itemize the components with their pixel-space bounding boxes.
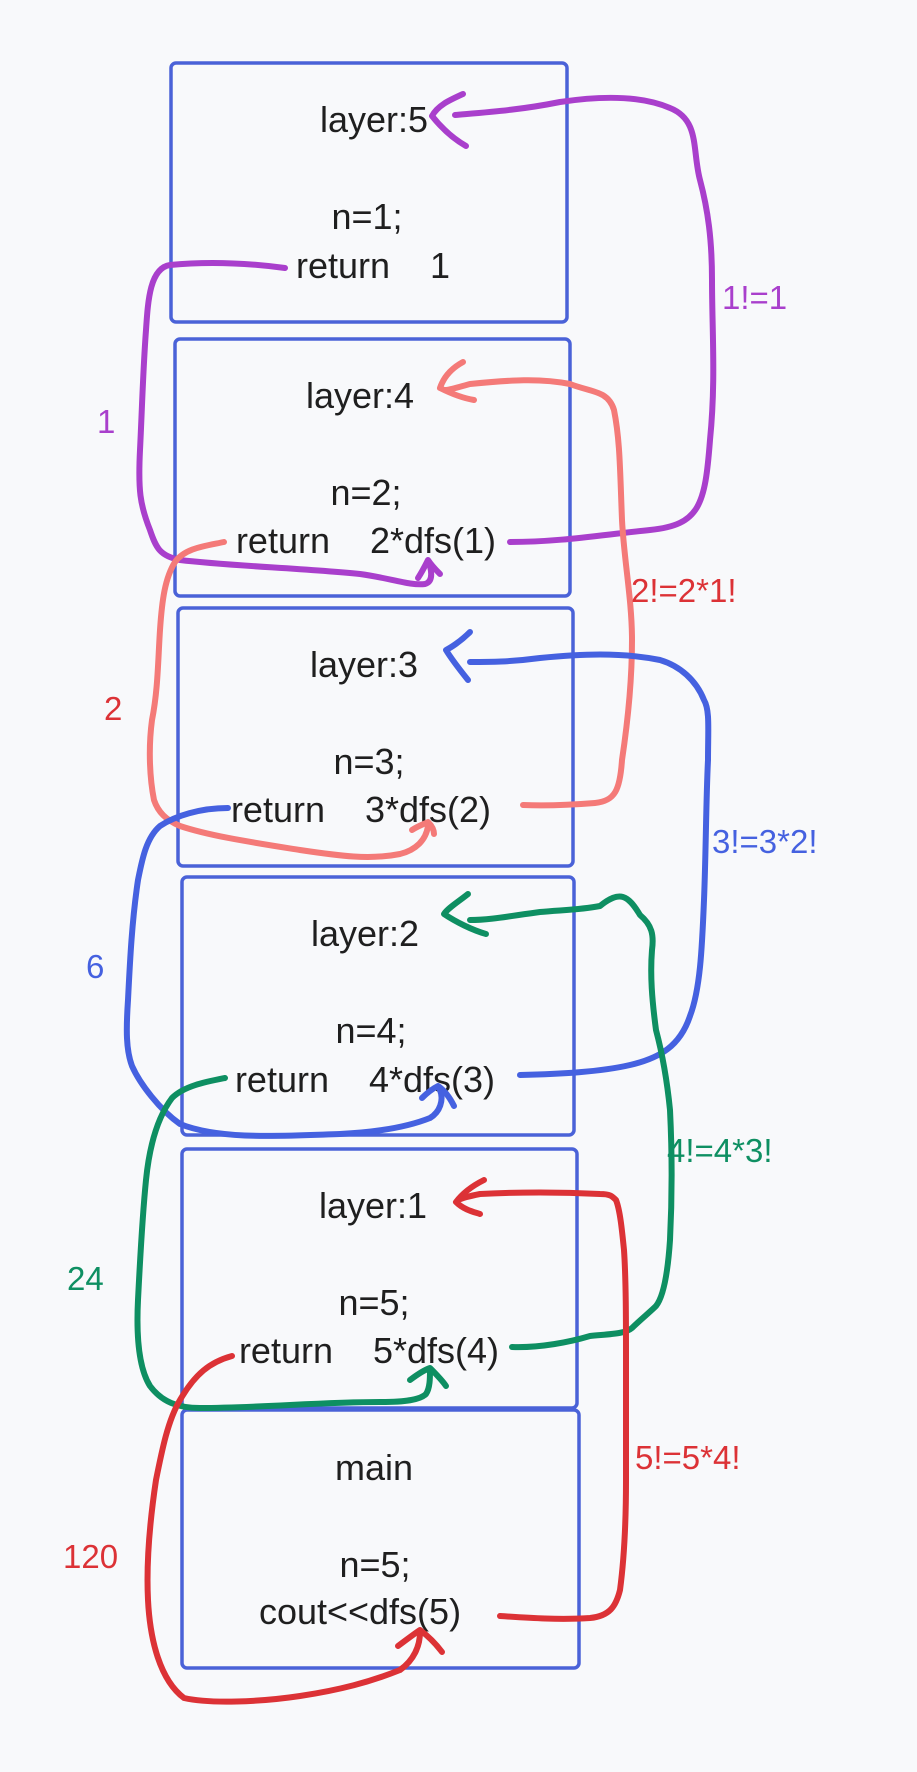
return-value-1: 1 bbox=[97, 403, 115, 440]
return-arrowhead-layer2 bbox=[419, 1083, 457, 1109]
call-arrow-layer1-to-layer2 bbox=[467, 893, 675, 1351]
layer2-code: return 4*dfs(3) bbox=[235, 1059, 495, 1100]
return-arrowhead-layer1 bbox=[407, 1365, 449, 1389]
layer1-n: n=5; bbox=[338, 1282, 409, 1323]
call-arrowhead-layer5 bbox=[429, 91, 469, 149]
main-title: main bbox=[335, 1447, 413, 1488]
layer5-n: n=1; bbox=[331, 196, 402, 237]
return-arrow-layer2-to-layer1 bbox=[134, 1075, 433, 1411]
layer5-code: return 1 bbox=[296, 245, 450, 286]
layer2-n: n=4; bbox=[335, 1010, 406, 1051]
frame-box-layer3 bbox=[176, 606, 575, 868]
return-value-6: 6 bbox=[86, 948, 104, 985]
return-value-2: 2 bbox=[104, 690, 122, 727]
layer1-code: return 5*dfs(4) bbox=[239, 1330, 499, 1371]
return-arrow-layer3-to-layer2 bbox=[123, 805, 445, 1139]
return-arrowhead-layer3 bbox=[409, 819, 437, 837]
layer4-code: return 2*dfs(1) bbox=[236, 520, 496, 561]
return-arrow-layer1-to-main bbox=[144, 1353, 423, 1705]
main-n: n=5; bbox=[339, 1544, 410, 1585]
return-arrow-layer5-to-layer4 bbox=[136, 260, 435, 588]
return-value-120: 120 bbox=[63, 1538, 118, 1575]
call-arrow-layer4-to-layer5 bbox=[452, 94, 717, 545]
layer3-title: layer:3 bbox=[310, 644, 418, 685]
call-label-layer1: 5!=5*4! bbox=[635, 1439, 741, 1476]
return-value-24: 24 bbox=[67, 1260, 104, 1297]
layer4-title: layer:4 bbox=[306, 375, 414, 416]
layer3-code: return 3*dfs(2) bbox=[231, 789, 491, 830]
layer5-title: layer:5 bbox=[320, 99, 428, 140]
frame-box-layer1 bbox=[180, 1147, 579, 1410]
call-arrow-layer2-to-layer3 bbox=[467, 651, 712, 1078]
frame-box-layer5 bbox=[169, 61, 569, 324]
frame-texts: layer:5 n=1; return 1 layer:4 n=2; retur… bbox=[231, 99, 499, 1632]
return-arrowhead-main bbox=[395, 1627, 445, 1655]
frame-box-layer2 bbox=[180, 875, 576, 1137]
layer2-title: layer:2 bbox=[311, 913, 419, 954]
layer1-title: layer:1 bbox=[319, 1185, 427, 1226]
call-label-layer5: 1!=1 bbox=[722, 279, 787, 316]
call-arrowhead-layer2 bbox=[441, 891, 489, 937]
call-label-layer3: 3!=3*2! bbox=[712, 823, 818, 860]
main-code: cout<<dfs(5) bbox=[259, 1591, 461, 1632]
frame-box-main bbox=[180, 1408, 581, 1670]
call-arrowhead-layer4 bbox=[437, 359, 477, 403]
call-arrow-main-to-layer1 bbox=[455, 1189, 630, 1622]
annotation-labels: 1!=1 2!=2*1! 3!=3*2! 4!=4*3! 5!=5*4! 1 2… bbox=[63, 279, 818, 1575]
layer3-n: n=3; bbox=[333, 741, 404, 782]
frame-box-layer4 bbox=[173, 337, 572, 598]
call-arrow-layer3-to-layer4 bbox=[442, 377, 635, 809]
call-label-layer2: 4!=4*3! bbox=[667, 1132, 773, 1169]
return-arrowhead-layer4 bbox=[415, 557, 443, 581]
layer4-n: n=2; bbox=[330, 472, 401, 513]
call-arrowhead-layer1 bbox=[453, 1177, 487, 1217]
call-arrowhead-layer3 bbox=[443, 629, 473, 683]
return-arrow-layer4-to-layer3 bbox=[146, 539, 431, 860]
call-label-layer4: 2!=2*1! bbox=[631, 572, 737, 609]
frame-boxes bbox=[169, 61, 581, 1670]
